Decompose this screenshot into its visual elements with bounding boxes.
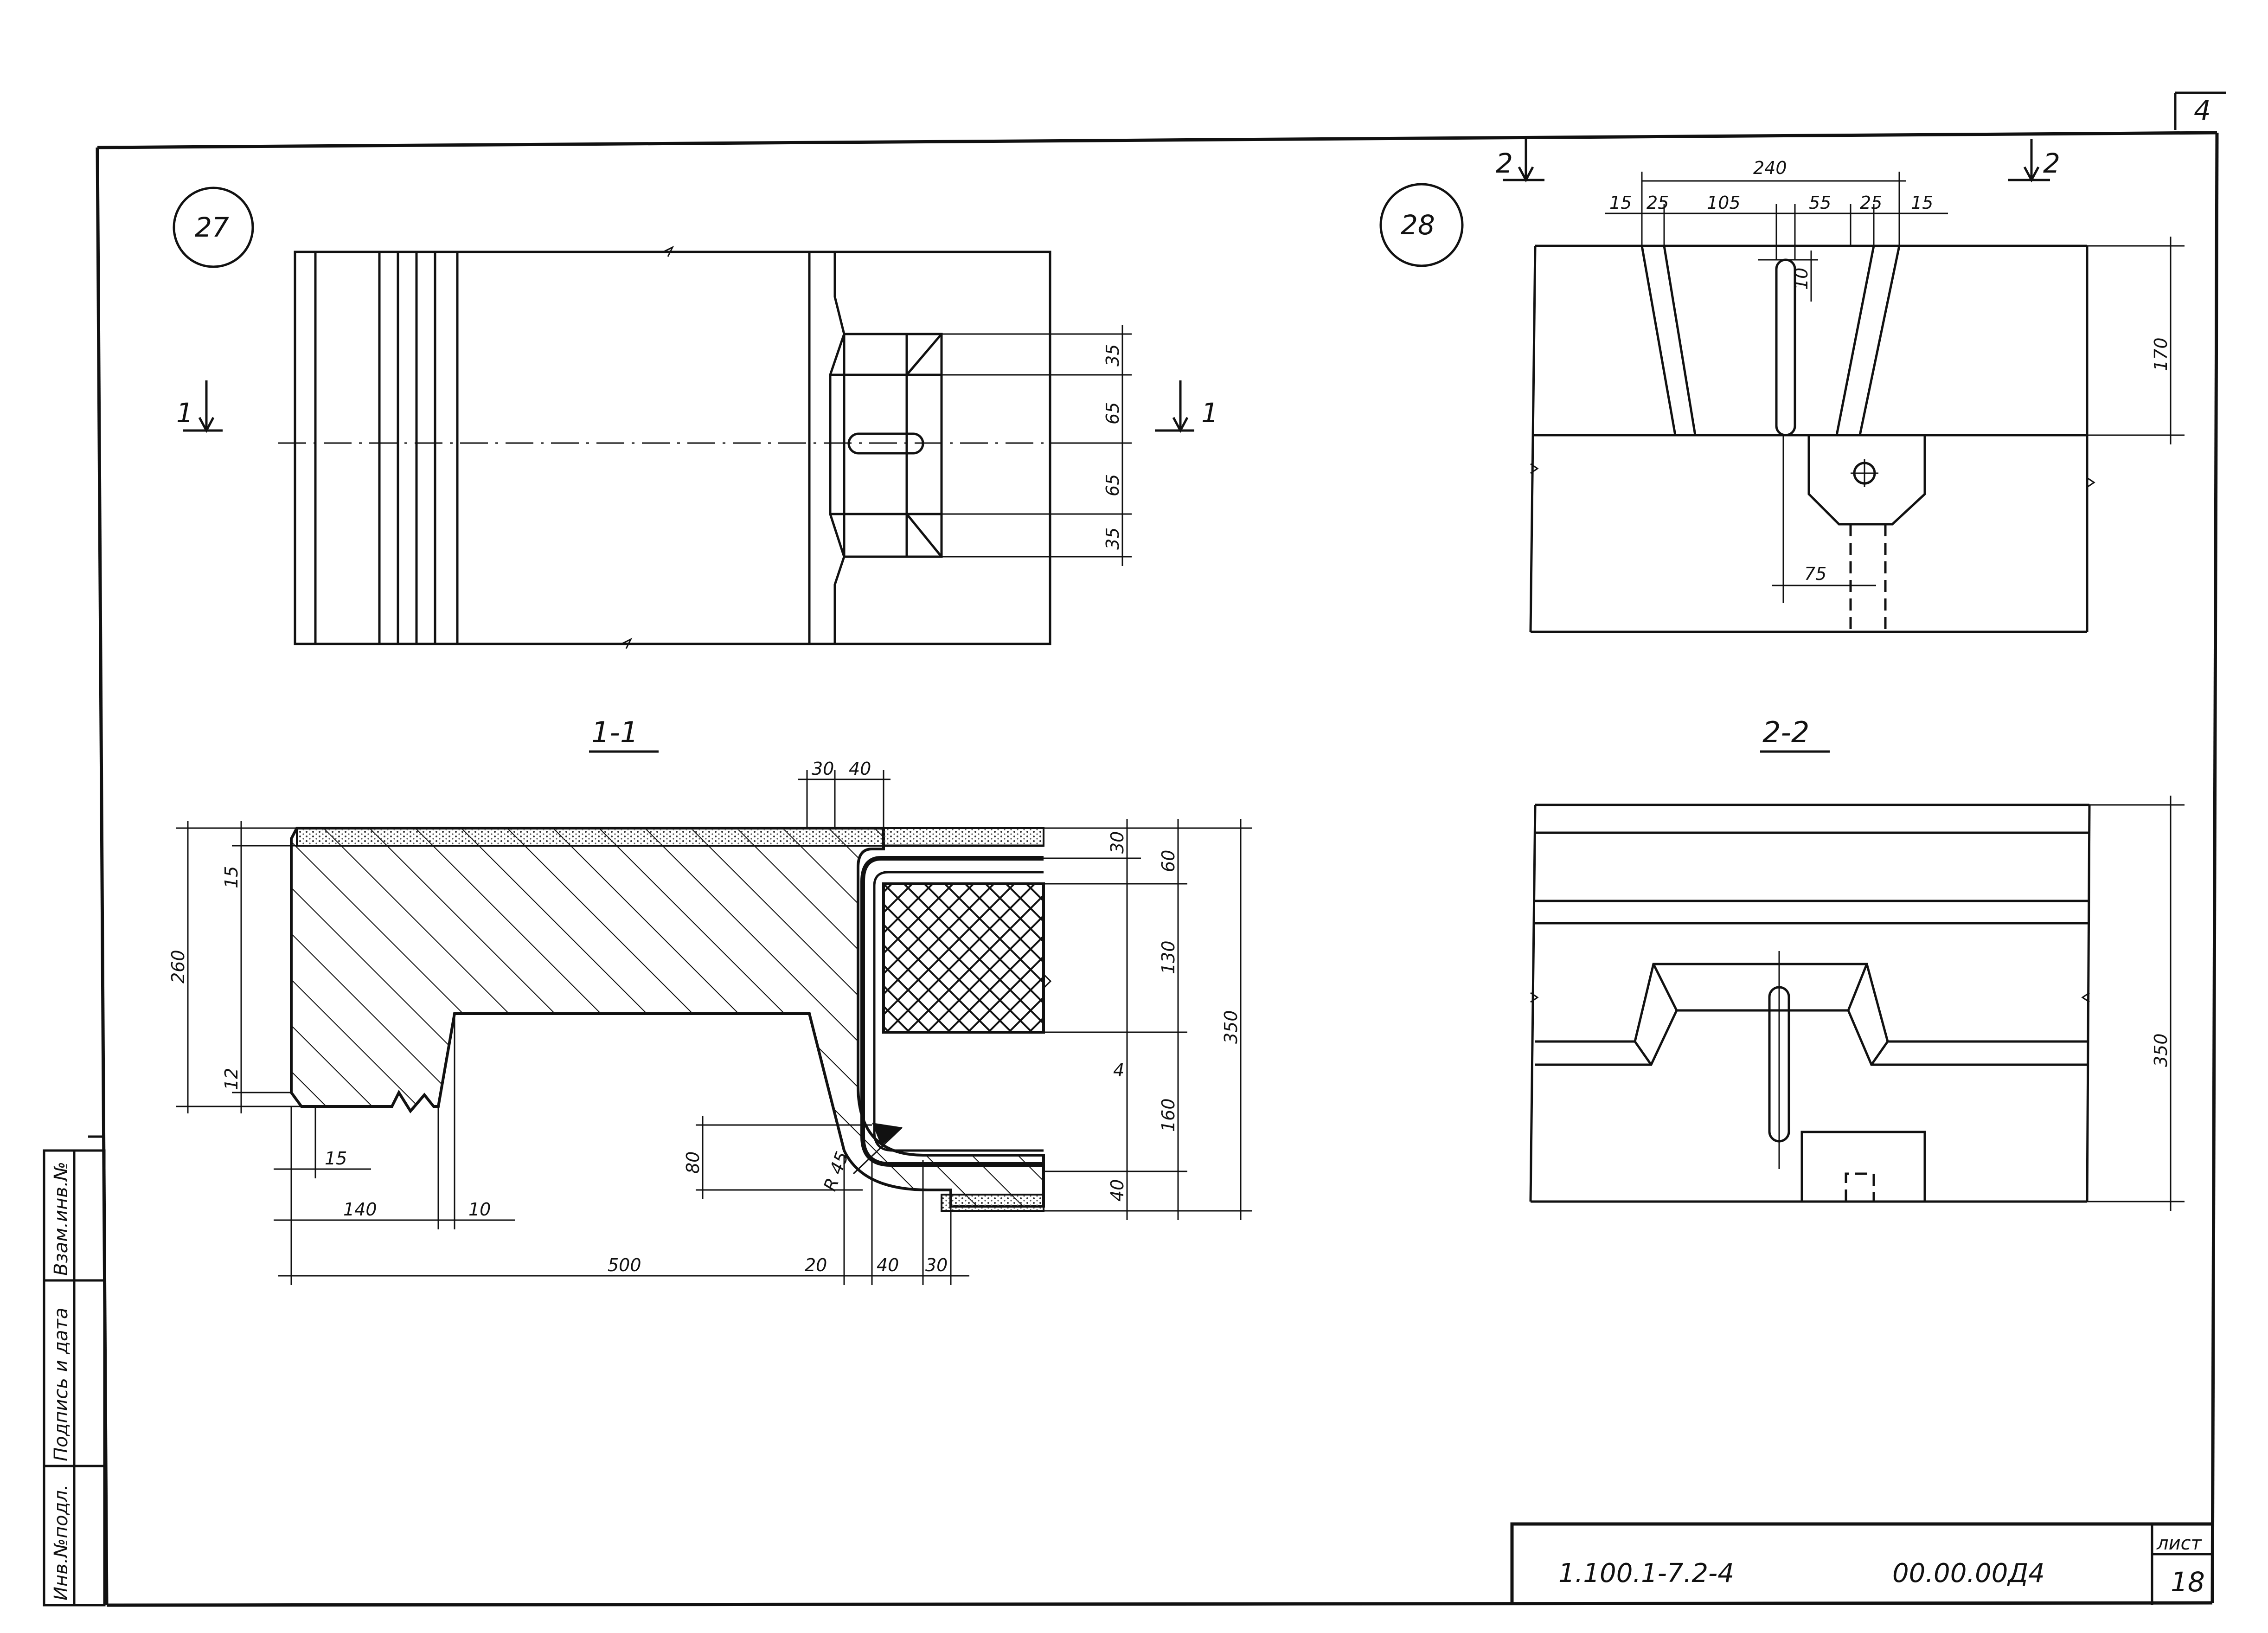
dim-11-top-40: 40 (849, 759, 871, 779)
dim-11-b-500: 500 (608, 1255, 641, 1275)
dim-11-b-10: 10 (468, 1199, 491, 1220)
dim-22-350: 350 (2151, 1033, 2171, 1067)
mark-4: 4 (1113, 1060, 1124, 1080)
section-1-1: 1-1 R 45 4 15 260 12 30 40 (168, 715, 1252, 1285)
dim-28-p2: 25 (1647, 193, 1669, 213)
section-1-1-title: 1-1 (591, 715, 638, 749)
dim-27-c: 65 (1102, 474, 1123, 496)
radius-label: R 45 (820, 1149, 852, 1194)
dim-28-p5: 25 (1860, 193, 1882, 213)
cut-27-right: 1 (1201, 397, 1218, 429)
dim-28-p3: 105 (1707, 193, 1741, 213)
dim-27-b: 65 (1102, 402, 1123, 424)
dim-11-350: 350 (1221, 1010, 1241, 1044)
dim-11-r-40: 40 (1107, 1179, 1128, 1202)
dim-11-r-160: 160 (1158, 1098, 1179, 1132)
cut-28-left: 2 (1496, 148, 1513, 179)
section-2-2-title: 2-2 (1762, 715, 1809, 749)
dim-11-top-30: 30 (812, 759, 834, 779)
dim-11-80: 80 (683, 1151, 703, 1174)
dim-28-p1: 15 (1609, 193, 1632, 213)
title-block: 1.100.1-7.2-4 00.00.00Д4 лист 18 (1510, 1522, 2212, 1605)
dim-11-b-20: 20 (805, 1255, 827, 1275)
dim-28-p6: 15 (1911, 193, 1933, 213)
page-number: 18 (2171, 1566, 2205, 1598)
dim-11-b-40: 40 (877, 1255, 899, 1275)
node-28-label: 28 (1401, 209, 1435, 241)
node-28-plan: 28 75 240 15 25 105 55 (1379, 139, 2185, 633)
dim-28-75: 75 (1804, 564, 1826, 584)
sheet-frame: 4 (96, 91, 2226, 1607)
dim-11-r-60: 60 (1158, 850, 1179, 872)
dim-11-r-130: 130 (1158, 940, 1179, 974)
dim-28-total: 240 (1753, 158, 1787, 178)
dim-28-p4: 55 (1809, 193, 1831, 213)
dim-11-12: 12 (221, 1068, 242, 1090)
node-27-circle (173, 186, 254, 268)
dim-28-170: 170 (2151, 337, 2171, 371)
node-28-circle (1379, 183, 1464, 267)
dim-11-b-15: 15 (325, 1148, 347, 1169)
section-2-2: 2-2 350 (1529, 715, 2185, 1211)
dim-11-r-30: 30 (1107, 831, 1128, 854)
dim-27-d: 35 (1102, 527, 1123, 550)
cut-28-right: 2 (2043, 148, 2060, 179)
dim-11-b-30: 30 (925, 1255, 948, 1275)
dim-11-b-140: 140 (343, 1199, 377, 1220)
doc-code-right: 00.00.00Д4 (1892, 1558, 2045, 1588)
doc-code-left: 1.100.1-7.2-4 (1558, 1558, 1734, 1588)
cut-27-left: 1 (176, 397, 193, 429)
node-27-label: 27 (195, 212, 229, 243)
stamp-sign-date: Подпись и дата (51, 1308, 72, 1461)
dim-27-a: 35 (1102, 344, 1123, 366)
side-stamp: Инв.№подл. Подпись и дата Взам.инв.№ (43, 1135, 106, 1607)
stamp-inv-orig: Инв.№подл. (51, 1484, 72, 1601)
stamp-replaced: Взам.инв.№ (51, 1162, 72, 1276)
dim-11-260: 260 (168, 950, 188, 984)
dim-11-15: 15 (221, 866, 242, 888)
dim-28-10: 10 (1791, 268, 1812, 290)
corner-mark: 4 (2194, 95, 2211, 126)
node-27-plan: 27 35 65 65 35 1 (173, 186, 1218, 649)
page-label: лист (2156, 1533, 2203, 1554)
